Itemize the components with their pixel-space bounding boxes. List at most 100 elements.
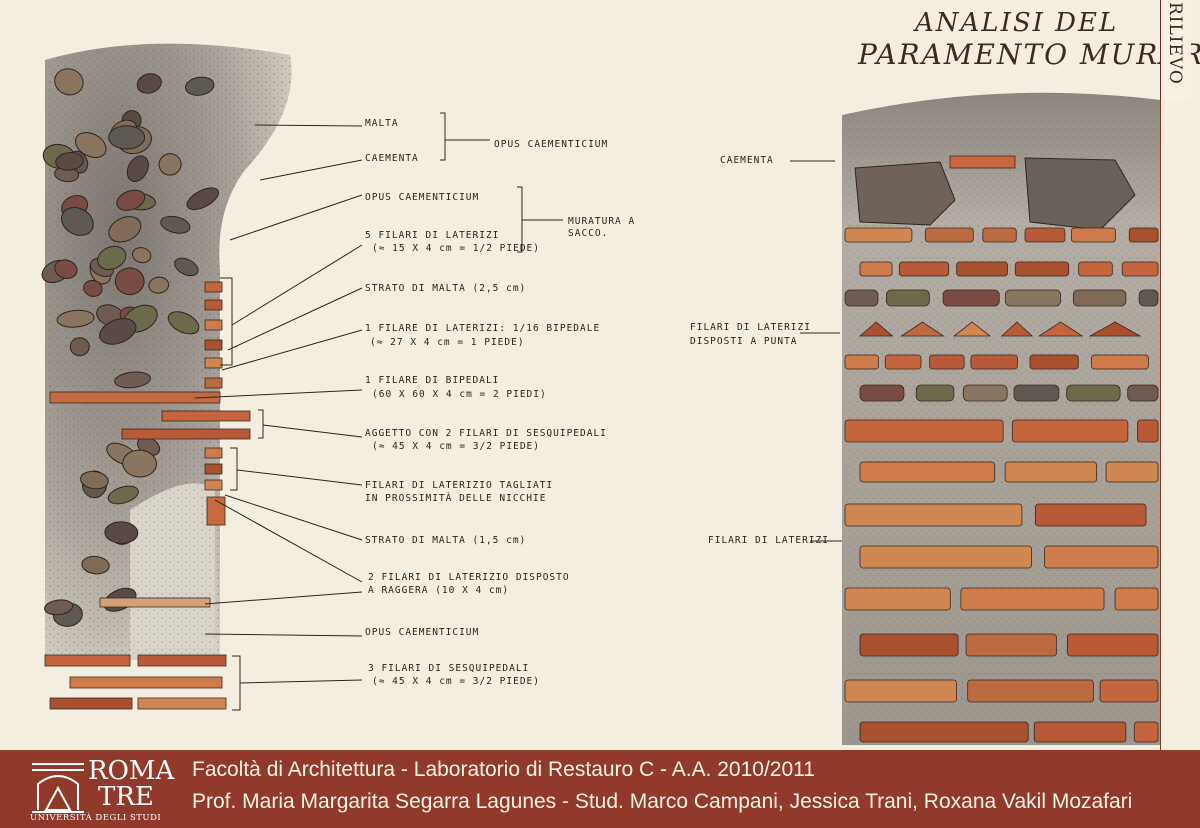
- label-r-caementa: CAEMENTA: [720, 155, 774, 166]
- sesquipedale: [49, 697, 133, 710]
- leader-malta: [254, 124, 363, 127]
- left-stones: [41, 68, 220, 627]
- label-aggetto-dim: (≈ 45 X 4 cm = 3/2 PIEDE): [372, 441, 540, 452]
- label-tagliati-2: IN PROSSIMITÀ DELLE NICCHIE: [365, 493, 547, 504]
- brick-point: [1037, 321, 1084, 337]
- brick: [967, 679, 1094, 703]
- brick: [204, 281, 223, 293]
- label-malta: MALTA: [365, 118, 399, 129]
- brick: [206, 496, 226, 526]
- brick: [1004, 461, 1098, 483]
- stone: [54, 68, 84, 96]
- stone: [104, 521, 139, 544]
- stone: [107, 485, 139, 505]
- sesquipedale: [69, 676, 223, 689]
- label-r-filari-punta: FILARI DI LATERIZI: [690, 322, 811, 333]
- sesquipedale: [137, 697, 227, 710]
- stone: [122, 449, 157, 478]
- stone: [136, 73, 162, 94]
- brick: [1033, 721, 1127, 743]
- stone: [1004, 289, 1061, 307]
- drawing-sheet: ANALISI DEL PARAMENTO MURARIO MALTA CAEM…: [41, 8, 1200, 745]
- title-line-2: PARAMENTO MURARIO: [858, 38, 1200, 71]
- brick: [960, 587, 1105, 611]
- brick: [1133, 721, 1159, 743]
- bipedale: [49, 391, 221, 404]
- label-r-disposti: DISPOSTI A PUNTA: [690, 336, 798, 347]
- stone: [167, 311, 200, 335]
- brick: [965, 633, 1057, 657]
- stone: [859, 384, 905, 402]
- label-opus-caementicium-brace: OPUS CAEMENTICIUM: [494, 139, 609, 150]
- stone: [158, 153, 182, 176]
- stone: [55, 152, 84, 171]
- brick: [884, 354, 922, 370]
- brick: [844, 679, 958, 703]
- label-tagliati: FILARI DI LATERIZIO TAGLIATI: [365, 480, 554, 491]
- roma-tre-logo-mark: [32, 763, 84, 813]
- sesquipedale: [121, 428, 251, 440]
- leader-opus-2: [204, 633, 363, 637]
- footer-course-line: Facoltà di Architettura - Laboratorio di…: [192, 758, 815, 781]
- stone: [114, 267, 145, 296]
- stone: [1013, 384, 1060, 402]
- leader-raggera-2: [204, 591, 363, 605]
- brick: [204, 463, 223, 475]
- leader-raggera: [214, 499, 363, 583]
- stone: [60, 206, 94, 236]
- brick: [859, 261, 893, 277]
- brick-point: [900, 321, 945, 337]
- brick-point: [1088, 321, 1142, 337]
- sesquipedale: [161, 410, 251, 422]
- brace-aggetto: [258, 409, 363, 439]
- stone: [97, 245, 127, 271]
- brick: [844, 587, 951, 611]
- label-muratura: MURATURA A: [568, 216, 636, 227]
- stone: [1127, 384, 1159, 402]
- stone: [962, 384, 1008, 402]
- brick: [956, 261, 1008, 277]
- stone: [148, 276, 170, 294]
- leader-lines: [194, 112, 842, 711]
- brick: [204, 319, 223, 331]
- brick: [204, 447, 223, 459]
- label-bipedali: 1 FILARE DI BIPEDALI: [365, 375, 500, 386]
- brick: [859, 461, 996, 483]
- leader-opus-1: [229, 194, 363, 241]
- brick: [1011, 419, 1129, 443]
- roma-tre-logo: ROMA TRE UNIVERSITÀ DEGLI STUDI: [28, 756, 174, 823]
- stone: [108, 125, 146, 150]
- title-line-1: ANALISI DEL: [915, 8, 1119, 38]
- stone: [99, 318, 137, 345]
- stone: [126, 155, 149, 182]
- label-raggera-dim: A RAGGERA (10 X 4 cm): [368, 585, 510, 596]
- stone: [81, 555, 110, 575]
- brick: [204, 377, 223, 389]
- brick: [859, 545, 1032, 569]
- brick: [982, 227, 1017, 243]
- brick-point: [1000, 321, 1034, 337]
- brick: [1091, 354, 1149, 370]
- left-bricks: [44, 281, 251, 710]
- brick: [844, 227, 913, 243]
- stone: [108, 216, 142, 243]
- logo-subtitle: UNIVERSITÀ DEGLI STUDI: [30, 813, 162, 823]
- label-aggetto: AGGETTO CON 2 FILARI DI SESQUIPEDALI: [365, 428, 607, 439]
- brick: [844, 503, 1023, 527]
- label-opus-caementicium: OPUS CAEMENTICIUM: [365, 192, 480, 203]
- brick: [859, 633, 959, 657]
- stone: [1072, 289, 1127, 307]
- label-1-filare-laterizi: 1 FILARE DI LATERIZI: 1/16 BIPEDALE: [365, 323, 601, 334]
- brick: [844, 419, 1004, 443]
- tab-divider: [1160, 100, 1161, 750]
- brick: [1070, 227, 1116, 243]
- leader-strato: [227, 287, 363, 351]
- brace-sesqui: [232, 655, 363, 711]
- right-elevation: [842, 92, 1160, 745]
- stone: [114, 371, 151, 389]
- brick: [1014, 261, 1070, 277]
- stone: [844, 289, 879, 307]
- brick: [1099, 679, 1159, 703]
- stone: [1024, 157, 1136, 231]
- brick: [1128, 227, 1159, 243]
